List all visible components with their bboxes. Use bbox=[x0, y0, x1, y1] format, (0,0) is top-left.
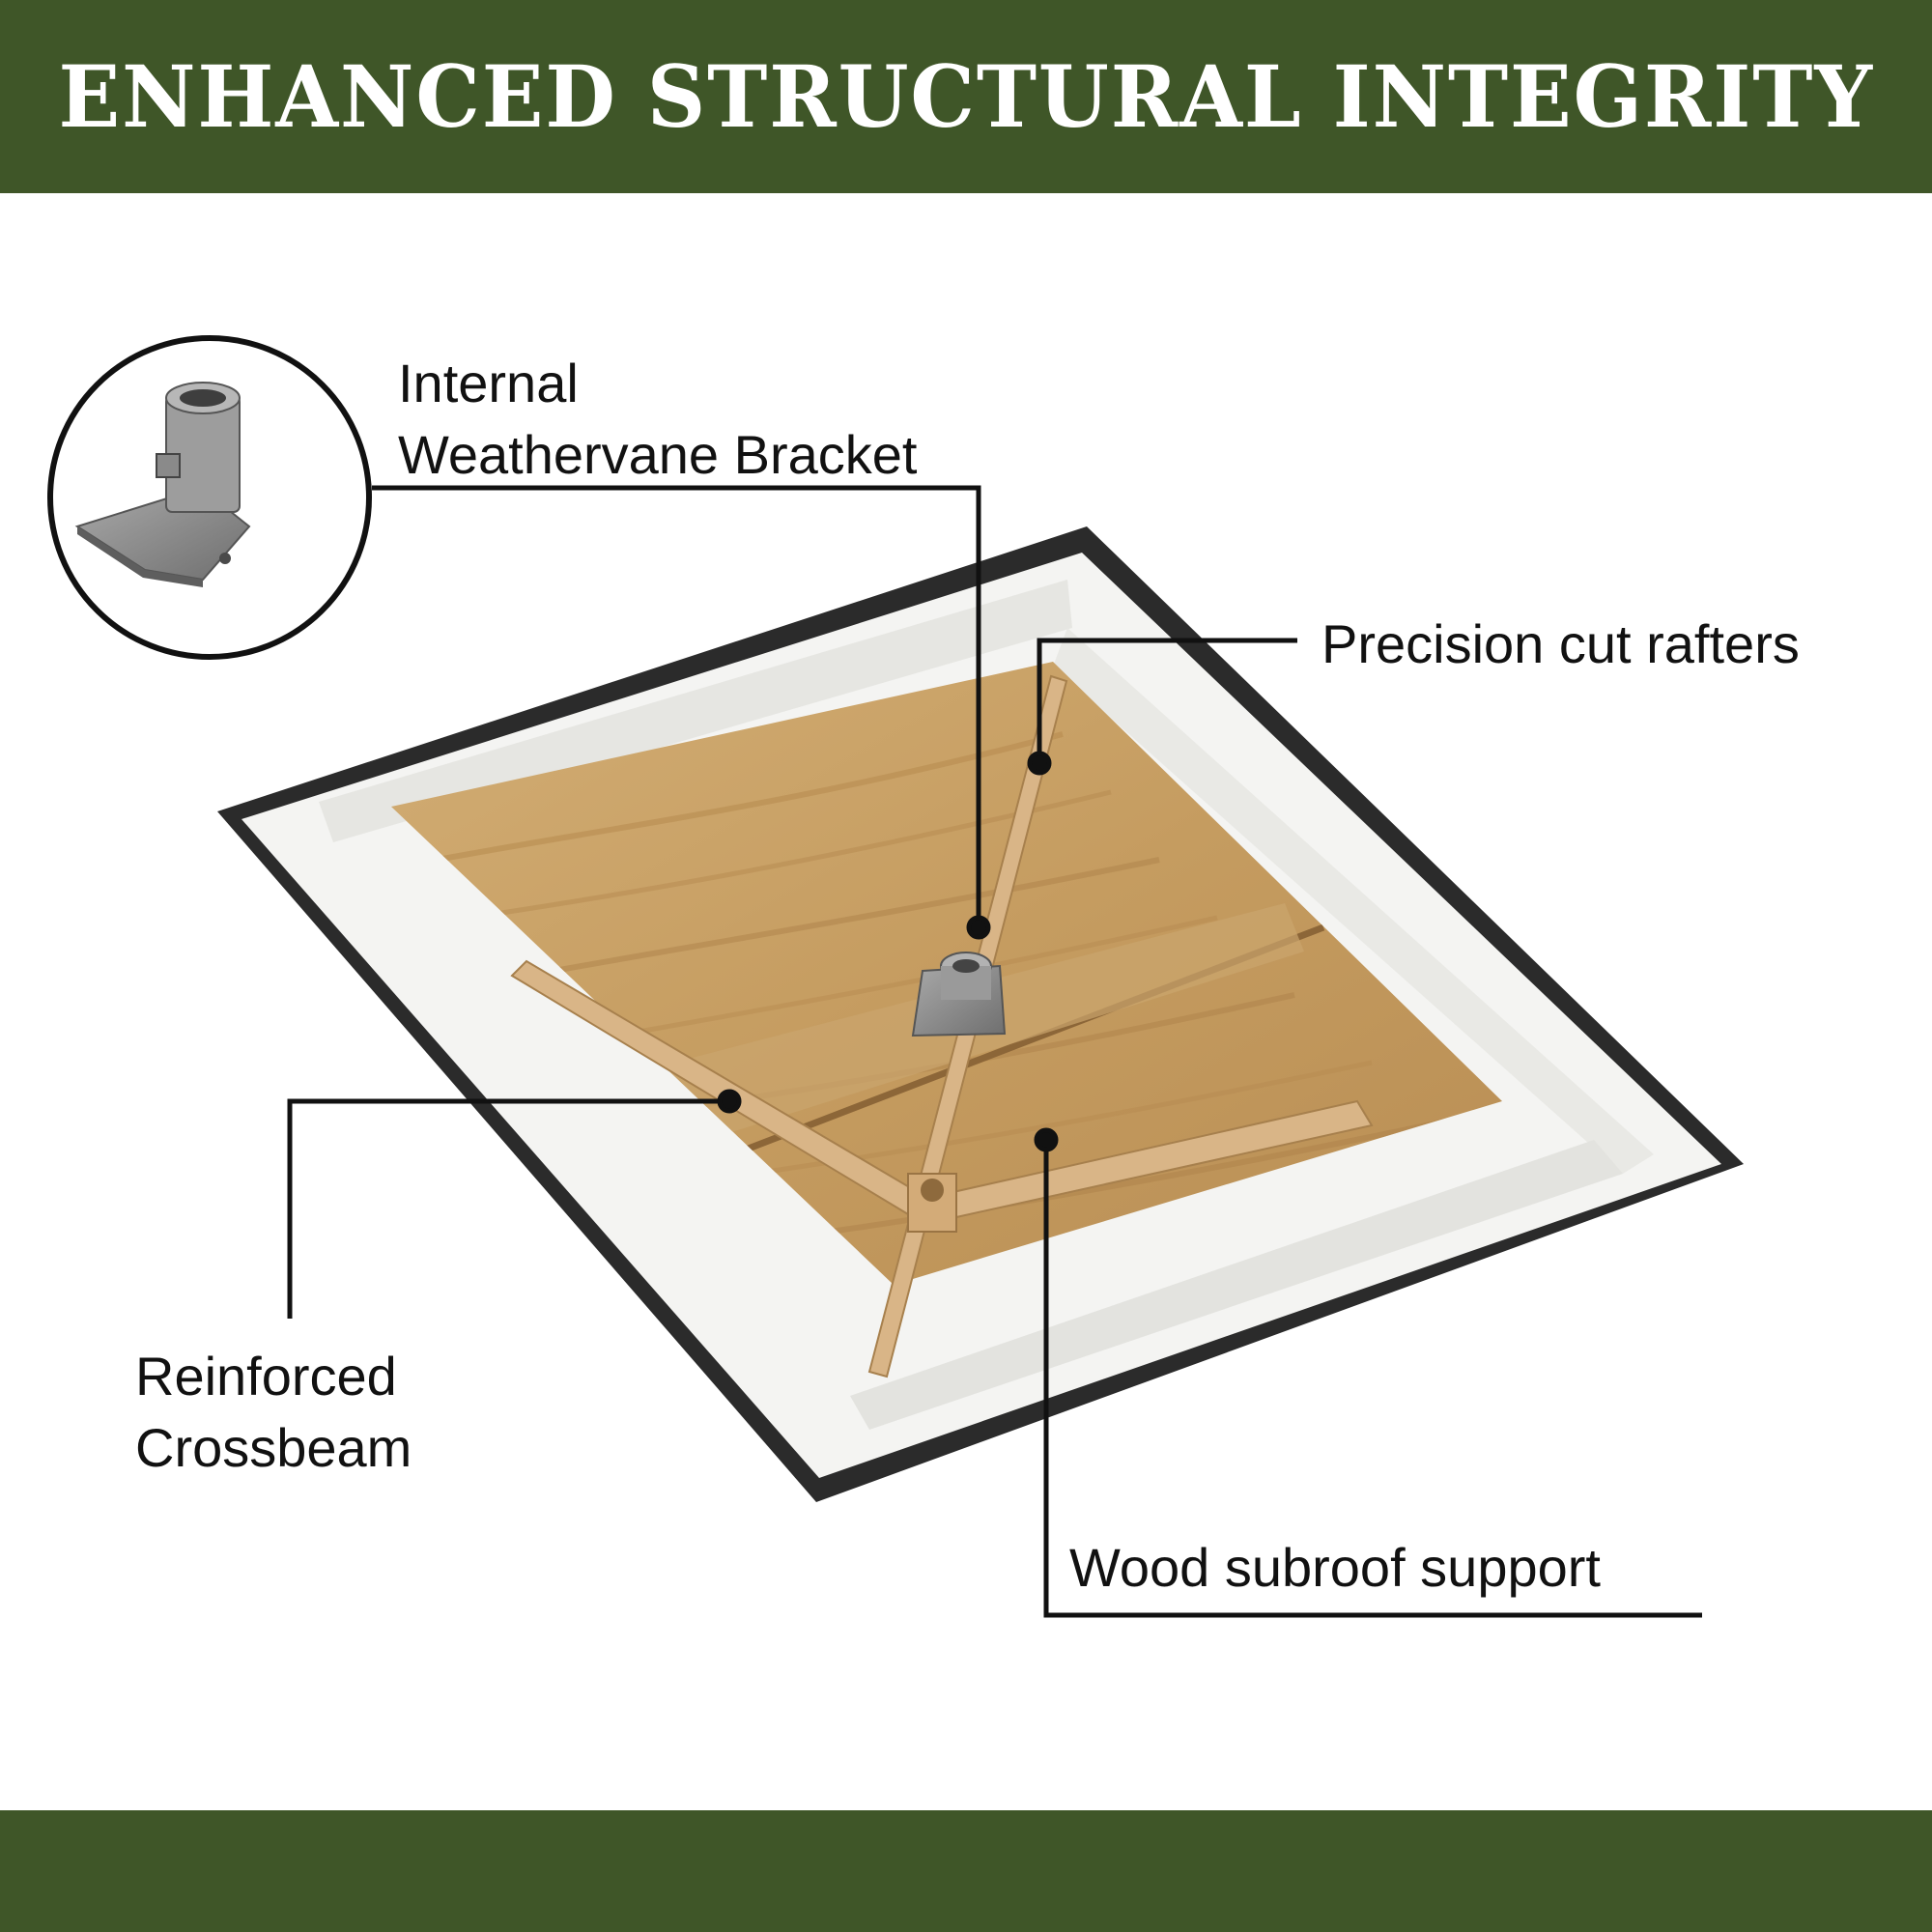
callout-weathervane-line1: Internal bbox=[398, 353, 579, 413]
page-title: ENHANCED STRUCTURAL INTEGRITY bbox=[58, 46, 1874, 147]
callout-weathervane-bracket: Internal Weathervane Bracket bbox=[398, 348, 917, 491]
callout-crossbeam-line1: Reinforced bbox=[135, 1346, 397, 1406]
leader-crossbeam bbox=[287, 1098, 729, 1319]
rafter-hub-hole bbox=[921, 1179, 944, 1202]
leader-rafters bbox=[1037, 638, 1297, 763]
callout-lines bbox=[287, 485, 1702, 1618]
callout-weathervane-line2: Weathervane Bracket bbox=[398, 424, 918, 485]
callout-rafters: Precision cut rafters bbox=[1321, 613, 1800, 674]
trim-bevel-bottom bbox=[850, 1140, 1623, 1430]
trim-bevel-right bbox=[1053, 628, 1654, 1174]
callout-crossbeam: Reinforced Crossbeam bbox=[135, 1341, 412, 1484]
weathervane-bracket bbox=[911, 952, 1007, 1037]
trim-bevel bbox=[319, 580, 1072, 842]
callout-crossbeam-line2: Crossbeam bbox=[135, 1417, 412, 1478]
callout-subroof: Wood subroof support bbox=[1069, 1537, 1601, 1598]
header-banner: ENHANCED STRUCTURAL INTEGRITY bbox=[0, 0, 1932, 193]
leader-subroof bbox=[1043, 1140, 1702, 1618]
leader-weathervane bbox=[372, 485, 981, 927]
weathervane-bracket-inset-icon bbox=[47, 335, 372, 660]
footer-banner bbox=[0, 1810, 1932, 1932]
